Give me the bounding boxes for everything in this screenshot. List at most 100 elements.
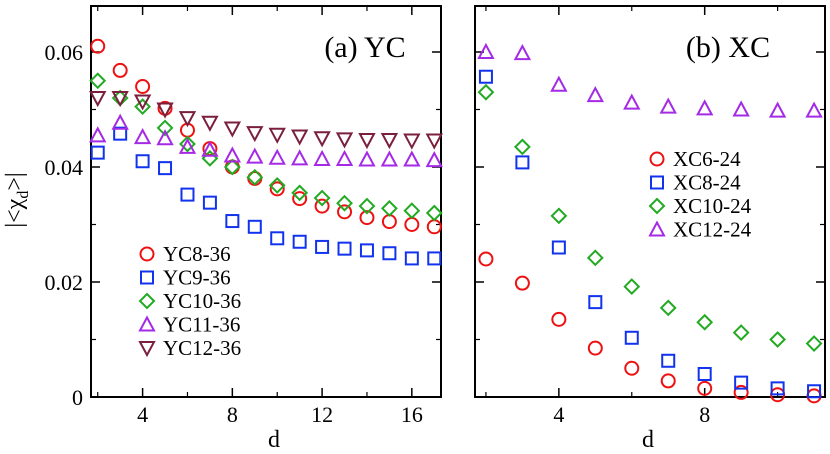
data-point-yc9-36: [270, 231, 285, 246]
data-point-yc9-36: [202, 195, 217, 210]
legend-marker-xc10-24: [648, 197, 666, 215]
data-point-xc8-24: [770, 381, 785, 396]
panel-a-frame: [90, 5, 442, 398]
panel-a-x-axis-label: d: [268, 427, 280, 453]
data-point-yc8-36: [404, 217, 420, 232]
data-point-yc10-36: [313, 189, 331, 207]
data-point-xc8-24: [697, 367, 712, 381]
y-tick-label: 0: [72, 385, 83, 410]
data-point-yc9-36: [113, 126, 128, 141]
data-point-yc11-36: [111, 113, 129, 130]
data-point-xc10-24: [623, 278, 641, 296]
data-point-xc8-24: [661, 353, 676, 368]
data-point-xc6-24: [660, 373, 676, 389]
data-point-yc9-36: [427, 251, 442, 266]
data-point-yc12-36: [133, 94, 152, 111]
data-point-yc10-36: [179, 135, 196, 153]
data-point-yc12-36: [268, 127, 286, 144]
legend-marker-yc9-36: [140, 270, 154, 285]
data-point-yc9-36: [90, 145, 105, 160]
data-point-yc12-36: [223, 121, 242, 138]
data-point-yc12-36: [425, 133, 443, 150]
data-point-yc8-36: [359, 210, 375, 226]
panel-a-marks: [89, 38, 443, 266]
data-point-yc12-36: [201, 115, 219, 132]
data-point-xc6-24: [624, 360, 640, 376]
data-point-yc10-36: [403, 202, 421, 220]
data-point-yc10-36: [358, 197, 376, 215]
data-point-xc12-24: [477, 42, 495, 59]
data-point-yc10-36: [223, 158, 241, 176]
data-point-yc11-36: [133, 127, 152, 145]
x-tick-label: 8: [227, 402, 238, 427]
data-point-yc12-36: [178, 111, 197, 128]
data-point-yc12-36: [358, 132, 376, 150]
data-point-xc12-24: [732, 100, 750, 117]
panel-a-label: (a) YC: [324, 31, 405, 64]
data-point-yc12-36: [111, 91, 129, 108]
data-point-yc12-36: [313, 131, 331, 148]
data-point-xc6-24: [587, 340, 603, 356]
data-point-yc11-36: [268, 148, 286, 165]
data-point-yc11-36: [290, 149, 309, 166]
legend-marker-xc8-24: [650, 175, 664, 190]
data-point-xc8-24: [588, 295, 603, 310]
data-point-xc10-24: [513, 138, 531, 156]
legend-label-yc10-36: YC10-36: [163, 289, 241, 313]
data-point-xc10-24: [696, 313, 714, 331]
legend-label-yc11-36: YC11-36: [163, 313, 240, 337]
data-point-xc8-24: [515, 155, 530, 170]
legend-label-xc10-24: XC10-24: [673, 194, 752, 218]
legend-marker-xc6-24: [649, 151, 665, 167]
data-point-xc12-24: [513, 44, 532, 61]
data-point-yc10-36: [246, 168, 264, 186]
data-point-yc11-36: [201, 140, 219, 157]
data-point-yc10-36: [268, 176, 286, 194]
data-point-yc11-36: [223, 146, 242, 163]
data-point-yc9-36: [359, 243, 374, 258]
panel-b-x-axis-label: d: [642, 427, 654, 453]
data-point-xc10-24: [586, 249, 604, 267]
data-point-xc8-24: [624, 330, 639, 345]
legend-label-yc12-36: YC12-36: [163, 336, 241, 360]
data-point-xc12-24: [768, 101, 787, 118]
x-tick-label: 8: [699, 402, 710, 427]
legend-marker-yc10-36: [138, 292, 156, 310]
data-point-xc6-24: [806, 388, 822, 404]
data-point-yc8-36: [112, 62, 128, 78]
data-point-yc8-36: [90, 38, 106, 54]
data-point-yc11-36: [156, 129, 174, 146]
data-point-xc6-24: [551, 311, 567, 327]
legend-label-xc6-24: XC6-24: [673, 147, 741, 171]
data-point-yc11-36: [313, 149, 331, 166]
data-point-yc10-36: [336, 194, 353, 212]
legend-marker-yc12-36: [138, 341, 156, 358]
data-point-yc9-36: [158, 161, 173, 176]
data-point-xc12-24: [586, 86, 604, 103]
data-point-yc9-36: [247, 219, 262, 234]
data-point-xc8-24: [551, 240, 566, 255]
data-point-xc10-24: [805, 335, 823, 352]
x-tick-label: 4: [553, 402, 564, 427]
legend-marker-yc8-36: [139, 246, 155, 262]
data-point-yc11-36: [178, 137, 197, 154]
data-point-yc10-36: [425, 204, 443, 222]
data-point-yc10-36: [89, 72, 107, 90]
data-point-yc8-36: [381, 214, 397, 230]
data-point-xc10-24: [732, 324, 750, 342]
legend-label-xc8-24: XC8-24: [673, 171, 741, 195]
data-point-xc12-24: [696, 99, 714, 116]
data-point-xc10-24: [769, 331, 787, 348]
legend-marker-xc12-24: [648, 220, 666, 237]
data-point-yc11-36: [380, 150, 399, 167]
data-point-yc12-36: [246, 126, 264, 143]
data-point-yc10-36: [380, 199, 398, 217]
data-point-yc11-36: [403, 150, 421, 167]
data-point-yc11-36: [425, 150, 443, 168]
data-point-yc11-36: [246, 147, 264, 164]
data-point-yc9-36: [382, 246, 397, 261]
